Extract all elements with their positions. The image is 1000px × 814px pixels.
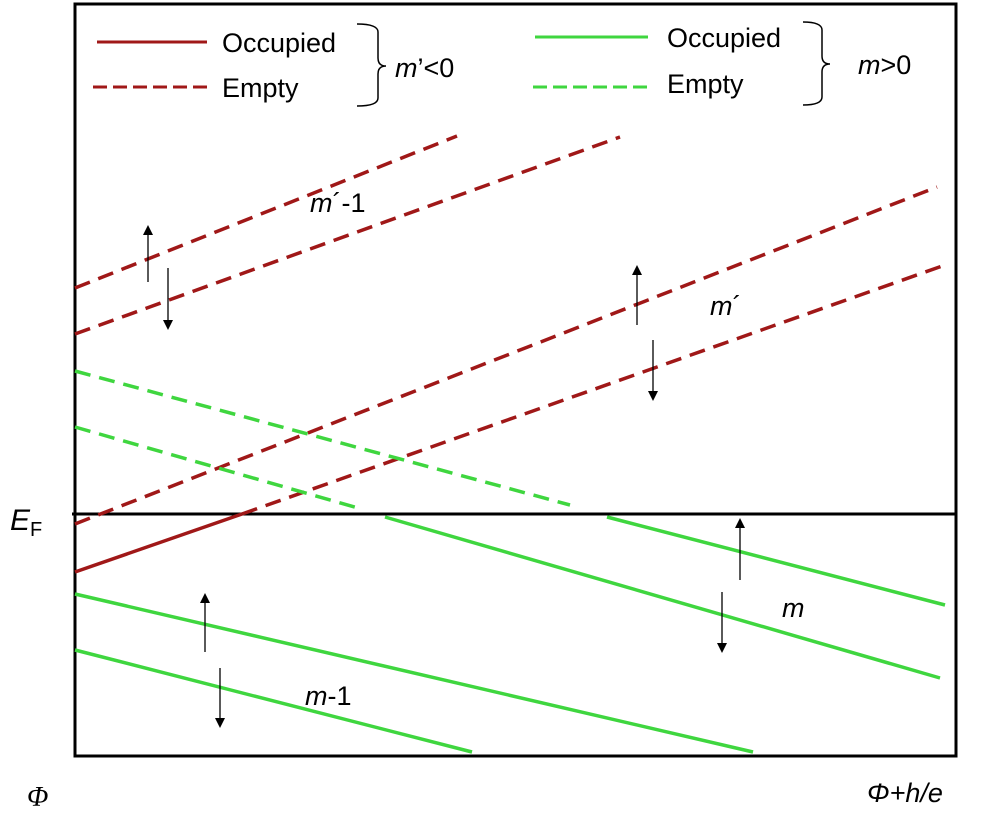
energy-line-m-minus-1-upper xyxy=(74,592,754,754)
legend-left-brace-icon xyxy=(356,23,387,107)
legend-right-brace-icon xyxy=(802,21,831,106)
energy-line-m-empty-upper xyxy=(74,369,571,507)
label-m-prime-minus-1: m´-1 xyxy=(310,188,366,218)
energy-line-m-minus-1-lower xyxy=(74,648,473,754)
legend-left-occupied-label: Occupied xyxy=(222,28,336,58)
legend-right-occupied-label: Occupied xyxy=(667,23,781,53)
label-m-prime: m´ xyxy=(710,291,742,321)
energy-lines xyxy=(74,134,946,754)
legend-left-group: Occupied Empty m’<0 xyxy=(93,23,454,107)
label-m: m xyxy=(782,593,805,623)
legend-left-empty-label: Empty xyxy=(222,73,299,103)
energy-line-m-prime-lower-empty xyxy=(241,263,946,516)
plot-frame xyxy=(73,2,958,758)
legend-right-empty-label: Empty xyxy=(667,69,744,99)
legend-left-condition: m’<0 xyxy=(395,53,454,83)
legend-right-group: Occupied Empty m>0 xyxy=(533,21,911,106)
energy-line-m-prime-upper xyxy=(74,185,938,526)
energy-line-m-occupied-lower xyxy=(384,515,941,680)
x-axis-left-label: Φ xyxy=(27,782,48,813)
legend-right-condition: m>0 xyxy=(858,50,911,80)
energy-line-m-prime-minus-1-lower xyxy=(74,135,621,336)
spin-arrows xyxy=(143,225,745,728)
energy-line-m-prime-minus-1-upper xyxy=(74,134,458,290)
energy-line-m-prime-lower-occupied xyxy=(74,512,243,574)
x-axis-right-label: Φ+h/e xyxy=(867,778,943,808)
energy-line-m-occupied-upper xyxy=(606,515,946,607)
fermi-level-label: EF xyxy=(10,504,42,541)
line-annotations: m´-1 m´ m m-1 xyxy=(305,188,805,711)
label-m-minus-1: m-1 xyxy=(305,681,352,711)
